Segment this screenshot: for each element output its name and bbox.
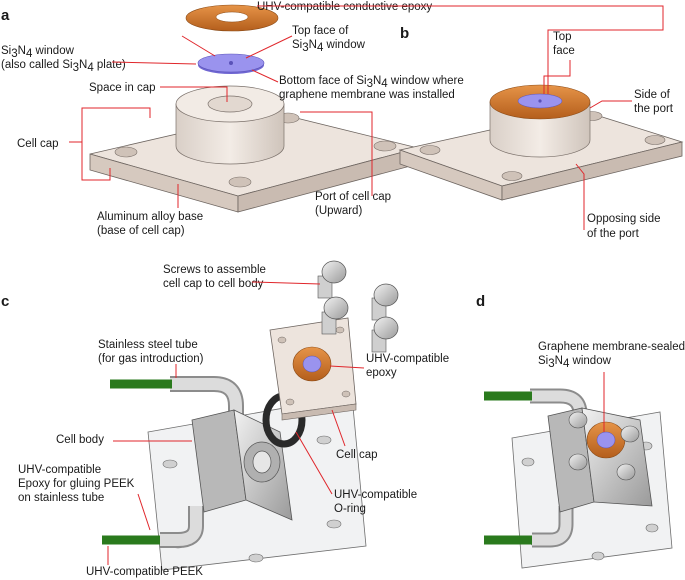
label-cell-cap-a: Cell cap [17, 138, 59, 150]
label-steel-tube-2: (for gas introduction) [98, 353, 204, 365]
label-cell-body: Cell body [56, 434, 104, 446]
screw [321, 296, 349, 335]
label-b-top-1: Top [553, 31, 572, 43]
label-conductive-epoxy: UHV-compatible conductive epoxy [257, 1, 432, 13]
label-epoxy-peek-1: UHV-compatible [18, 464, 101, 476]
peek-tube-c [102, 379, 172, 545]
leaders-b [543, 20, 664, 230]
label-space-in-cap: Space in cap [89, 82, 156, 94]
cell-body-c [191, 409, 293, 521]
peek-tube-d [484, 391, 532, 545]
label-bottom-face-2: graphene membrane was installed [279, 89, 455, 101]
label-uhv-epoxy-c-2: epoxy [366, 367, 397, 379]
label-port-1: Port of cell cap [315, 191, 391, 203]
screw [371, 283, 399, 321]
label-aluminum-base-1: Aluminum alloy base [97, 211, 203, 223]
conductive-epoxy-ring [185, 4, 279, 32]
label-side-port-2: the port [634, 103, 674, 115]
label-aluminum-base-2: (base of cell cap) [97, 225, 185, 237]
label-oring-1: UHV-compatible [334, 489, 417, 501]
label-oring-2: O-ring [334, 503, 366, 515]
panel-label-b: b [400, 25, 409, 42]
panel-label-a: a [1, 7, 10, 24]
label-top-face-1: Top face of [292, 25, 349, 37]
leaders-a [69, 5, 664, 208]
cell-cap-b [398, 84, 684, 201]
label-b-top-2: face [553, 45, 575, 57]
label-screws-2: cell cap to cell body [163, 278, 264, 290]
label-graphene-2: Si3N4 window [538, 355, 612, 370]
label-cell-cap-c: Cell cap [336, 449, 378, 461]
steel-tube-c [160, 376, 244, 548]
label-top-face-2: Si3N4 window [292, 39, 366, 54]
label-epoxy-peek-2: Epoxy for gluing PEEK [18, 478, 135, 490]
panel-label-d: d [476, 293, 485, 310]
label-steel-tube-1: Stainless steel tube [98, 339, 198, 351]
si3n4-window [197, 53, 265, 74]
assembled-cell-d [547, 407, 653, 513]
leaders-c [107, 281, 365, 565]
label-also-called: (also called Si3N4 plate) [1, 59, 126, 74]
label-opposing-1: Opposing side [587, 213, 661, 225]
screw [317, 260, 347, 299]
label-uhv-epoxy-c-1: UHV-compatible [366, 353, 449, 365]
panel-label-c: c [1, 293, 9, 310]
label-port-2: (Upward) [315, 205, 362, 217]
label-graphene-1: Graphene membrane-sealed [538, 341, 685, 353]
label-screws-1: Screws to assemble [163, 264, 266, 276]
label-epoxy-peek-3: on stainless tube [18, 492, 104, 504]
label-side-port-1: Side of [634, 89, 671, 101]
label-si3n4-window: Si3N4 window [1, 45, 75, 60]
label-bottom-face-1: Bottom face of Si3N4 window where [279, 75, 464, 90]
screws-c [317, 260, 399, 353]
label-peek: UHV-compatible PEEK [86, 566, 203, 578]
cell-cap-c [269, 317, 357, 421]
label-opposing-2: of the port [587, 228, 640, 240]
screw [371, 316, 399, 353]
